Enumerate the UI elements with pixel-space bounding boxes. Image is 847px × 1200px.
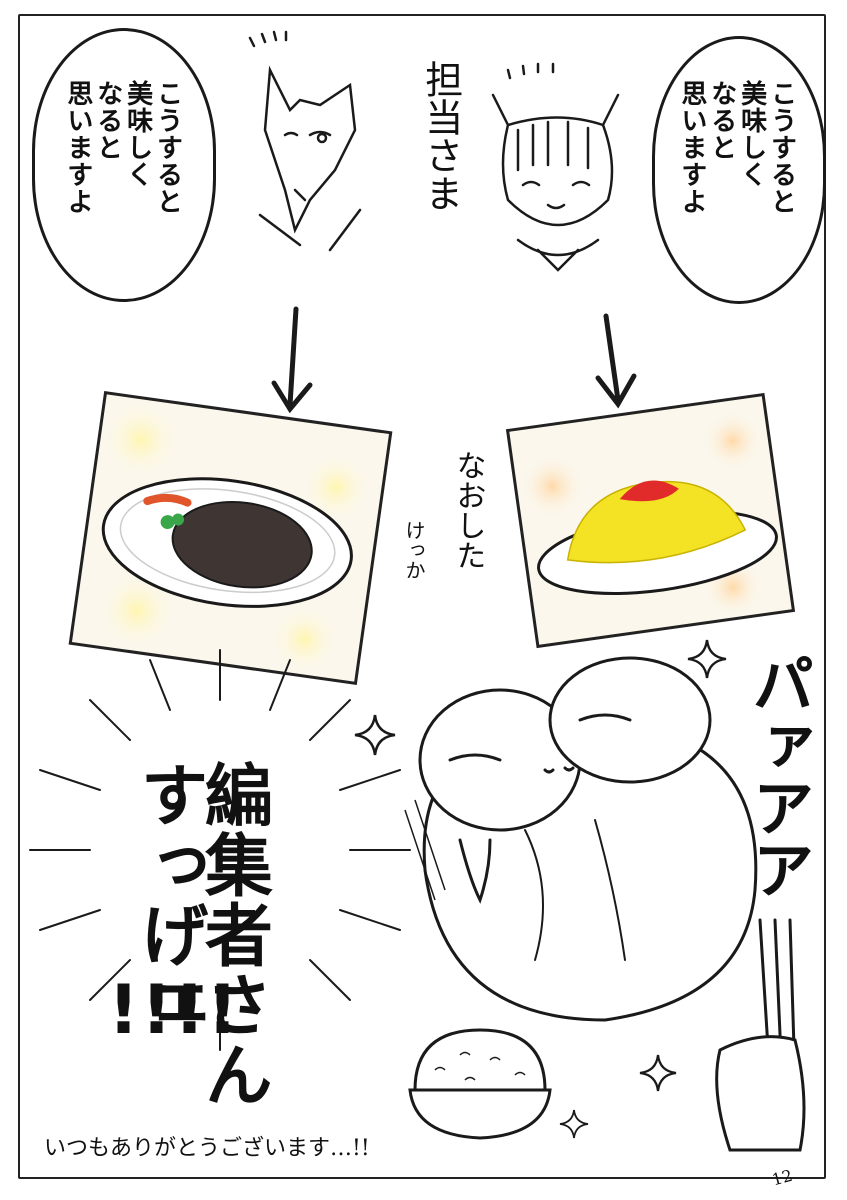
cat-editor-drawing bbox=[491, 62, 620, 272]
speech-bubble-left-text: こうすると 美味しく なると 思いますよ bbox=[62, 80, 183, 280]
speech-bubble-right bbox=[652, 36, 826, 304]
sparkle-icon bbox=[354, 714, 396, 756]
page-border bbox=[18, 14, 826, 1179]
sparkle-icon bbox=[559, 1109, 589, 1139]
hamburg-steak-drawing bbox=[96, 399, 372, 675]
bubble-right-line-1: こうすると bbox=[766, 80, 797, 215]
hand-chopsticks-drawing bbox=[715, 918, 806, 1152]
bubble-right-line-4: 思いますよ bbox=[676, 80, 707, 215]
main-exclaim-col1: 編集者さん bbox=[192, 760, 272, 1110]
omurice-photo bbox=[505, 392, 796, 649]
bubble-left-line-4: 思いますよ bbox=[62, 80, 93, 215]
rice-bowl-drawing bbox=[408, 1028, 552, 1140]
arrow-down-left-icon bbox=[271, 306, 313, 414]
speech-bubble-left bbox=[32, 28, 216, 302]
omurice-drawing bbox=[520, 410, 778, 618]
speech-bubble-right-text: こうすると 美味しく なると 思いますよ bbox=[676, 80, 797, 280]
naoshita-label: なおした bbox=[450, 450, 486, 570]
sparkle-icon bbox=[687, 639, 727, 679]
bubble-left-line-3: なると bbox=[92, 80, 123, 161]
bubble-left-line-1: こうすると bbox=[152, 80, 183, 215]
hamburg-steak-photo bbox=[68, 390, 393, 686]
footer-thanks-text: いつもありがとうございます…!! bbox=[44, 1136, 370, 1161]
emphasis-lines bbox=[29, 649, 411, 1051]
arrow-down-right-icon bbox=[595, 313, 637, 409]
tantou-sama-label: 担当さま bbox=[418, 60, 463, 212]
wolf-editor-drawing bbox=[248, 30, 362, 252]
bubble-right-line-3: なると bbox=[706, 80, 737, 161]
main-exclaim-marks: !!!! bbox=[108, 971, 241, 1050]
sparkle-icon bbox=[639, 1054, 677, 1092]
main-exclaim-col2: すっげェ bbox=[128, 760, 208, 1040]
frog-character-drawing bbox=[404, 656, 758, 1022]
kekka-label: けっか bbox=[402, 520, 426, 580]
pa-sound-effect: パァアア bbox=[741, 652, 815, 900]
bubble-left-line-2: 美味しく bbox=[122, 80, 153, 188]
bubble-right-line-2: 美味しく bbox=[736, 80, 767, 188]
